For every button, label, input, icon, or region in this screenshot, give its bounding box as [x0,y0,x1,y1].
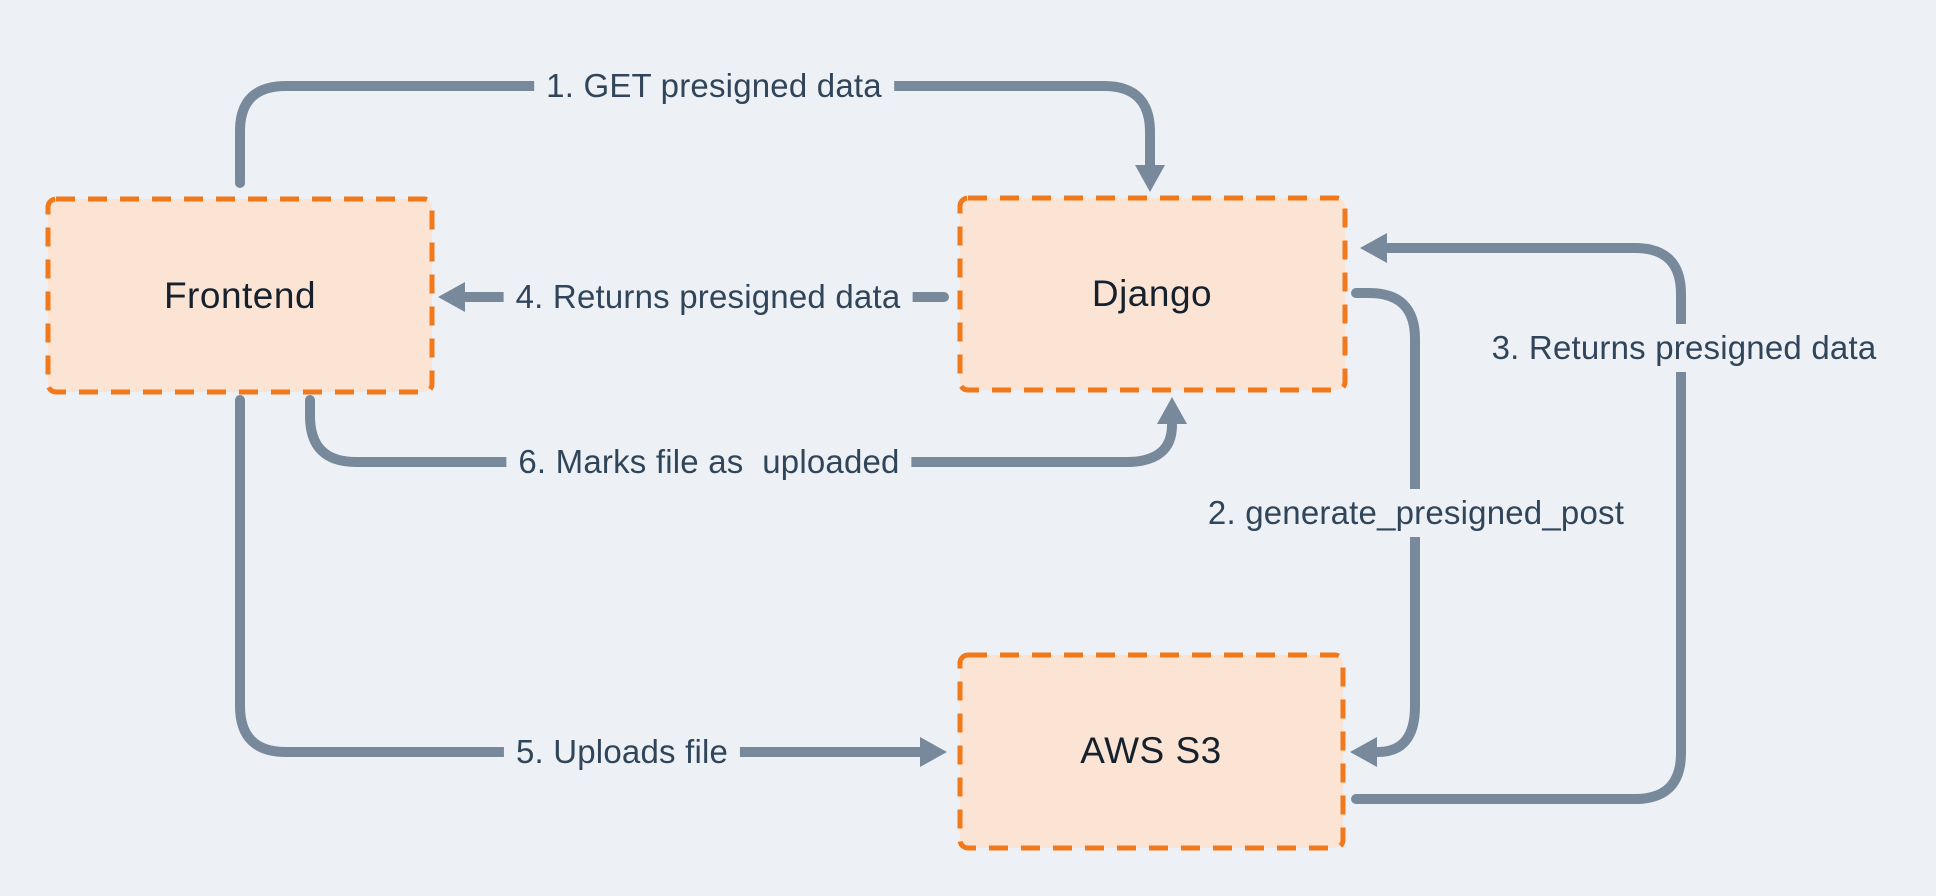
node-label-frontend: Frontend [163,275,317,316]
edge-label-generate-presigned-post: 2. generate_presigned_post [1195,489,1637,537]
edge-5-line [235,395,926,757]
edge-3-line [1351,243,1686,804]
edge-label-marks-file-uploaded: 6. Marks file as uploaded [506,438,912,486]
edge-label-returns-presigned-data-frontend: 4. Returns presigned data [503,273,913,321]
edge-2-line [1351,288,1420,757]
edge-6-arrowhead-up-icon [1157,397,1187,424]
edge-label-returns-presigned-data-s3: 3. Returns presigned data [1479,324,1889,372]
node-label-django: Django [1091,273,1213,314]
node-label-aws-s3: AWS S3 [1080,730,1222,771]
node-box-frontend [45,196,435,395]
edge-5-arrowhead-right-icon [920,737,947,767]
edge-3-arrowhead-left-icon [1360,233,1387,263]
edge-label-uploads-file: 5. Uploads file [503,728,741,776]
edge-label-get-presigned-data: 1. GET presigned data [534,62,894,110]
edge-1-arrowhead-down-icon [1135,165,1165,192]
edge-6-line [305,395,1177,467]
edge-2-arrowhead-left-icon [1350,737,1377,767]
edge-4-arrowhead-left-icon [438,282,465,312]
node-box-django [957,195,1348,393]
node-box-aws-s3 [957,652,1346,851]
